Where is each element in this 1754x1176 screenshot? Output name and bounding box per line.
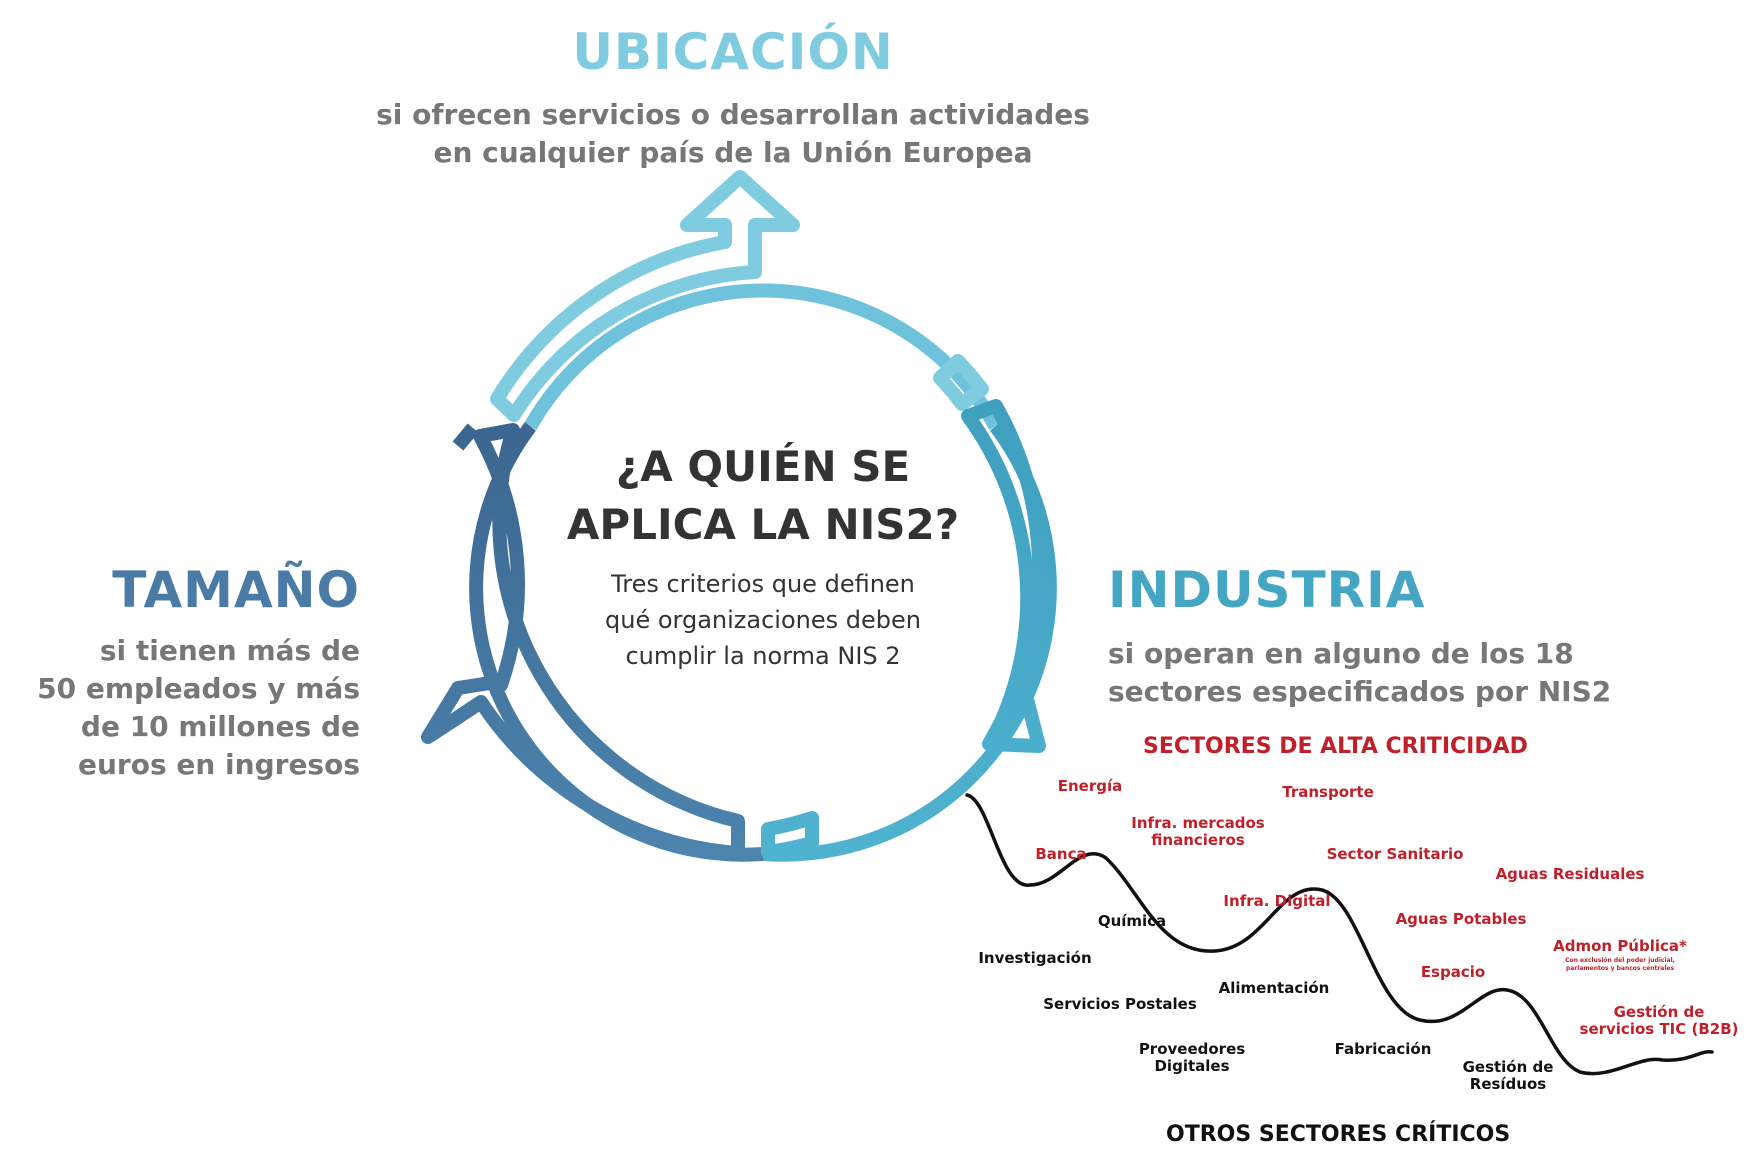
sector-admon-note-line1: Con exclusión del poder judicial, <box>1565 957 1675 964</box>
tamano-title: TAMAÑO <box>112 561 360 619</box>
tamano-line3: de 10 millones de <box>80 710 360 743</box>
industria-arrow <box>761 399 1047 859</box>
sector-servicios-postales: Servicios Postales <box>1043 995 1197 1013</box>
sector-infra-digital: Infra. Digital <box>1223 892 1331 910</box>
industria-line1: si operan en alguno de los 18 <box>1108 637 1574 670</box>
sector-infra-mercados-line1: Infra. mercados <box>1131 814 1265 832</box>
ubicacion-arrow <box>490 170 989 422</box>
sector-proveedores-digitales: Proveedores Digitales <box>1139 1041 1245 1075</box>
industria-title: INDUSTRIA <box>1108 561 1426 619</box>
center-title-line1: ¿A QUIÉN SE <box>615 442 911 491</box>
center-title: ¿A QUIÉN SE APLICA LA NIS2? <box>513 438 1013 554</box>
inner-ring-blue-arc <box>524 283 1002 430</box>
center-subtitle-line1: Tres criterios que definen <box>611 570 915 598</box>
sector-banca: Banca <box>1035 845 1087 863</box>
ubicacion-line2: en cualquier país de la Unión Europea <box>433 136 1033 169</box>
sector-investigacion: Investigación <box>978 949 1092 967</box>
tamano-description: si tienen más de 50 empleados y más de 1… <box>10 632 360 784</box>
other-critical-heading: OTROS SECTORES CRÍTICOS <box>1166 1122 1511 1147</box>
center-title-line2: APLICA LA NIS2? <box>566 500 960 549</box>
tamano-line2: 50 empleados y más <box>37 672 360 705</box>
sector-quimica: Química <box>1097 912 1167 930</box>
center-subtitle: Tres criterios que definen qué organizac… <box>513 566 1013 674</box>
sector-infra-mercados-line2: financieros <box>1151 831 1245 849</box>
center-subtitle-line2: qué organizaciones deben <box>605 606 921 634</box>
ubicacion-line1: si ofrecen servicios o desarrollan activ… <box>376 98 1090 131</box>
sector-admon-note-line2: parlamentos y bancos centrales <box>1565 965 1675 972</box>
sector-espacio: Espacio <box>1420 963 1486 981</box>
high-criticality-heading: SECTORES DE ALTA CRITICIDAD <box>1143 734 1528 759</box>
sector-admon-publica: Admon Pública* Con exclusión del poder j… <box>1553 938 1687 973</box>
center-subtitle-line3: cumplir la norma NIS 2 <box>625 642 901 670</box>
sector-admon-publica-label: Admon Pública* <box>1553 937 1687 955</box>
sector-gestion-residuos-line2: Resíduos <box>1469 1075 1547 1093</box>
sector-transporte: Transporte <box>1282 783 1374 801</box>
sector-aguas-potables: Aguas Potables <box>1395 910 1527 928</box>
sector-gestion-tic-line1: Gestión de <box>1613 1003 1705 1021</box>
sector-proveedores-line1: Proveedores <box>1138 1040 1246 1058</box>
sector-gestion-residuos-line1: Gestión de <box>1462 1058 1554 1076</box>
sector-sanitario: Sector Sanitario <box>1326 845 1464 863</box>
sector-gestion-residuos: Gestión de Resíduos <box>1463 1059 1554 1093</box>
sector-fabricacion: Fabricación <box>1334 1040 1432 1058</box>
sector-energia: Energía <box>1057 777 1123 795</box>
sector-aguas-residuales: Aguas Residuales <box>1495 865 1645 883</box>
tamano-line4: euros en ingresos <box>78 748 360 781</box>
tamano-arrow <box>421 423 745 860</box>
ubicacion-description: si ofrecen servicios o desarrollan activ… <box>333 96 1133 172</box>
sector-proveedores-line2: Digitales <box>1154 1057 1230 1075</box>
tamano-line1: si tienen más de <box>99 634 360 667</box>
industria-description: si operan en alguno de los 18 sectores e… <box>1108 635 1668 711</box>
sector-infra-mercados: Infra. mercados financieros <box>1131 815 1264 849</box>
ubicacion-title: UBICACIÓN <box>572 23 894 81</box>
sector-divider-wave <box>965 793 1714 1076</box>
industria-line2: sectores especificados por NIS2 <box>1108 675 1612 708</box>
sector-gestion-tic-line2: servicios TIC (B2B) <box>1579 1020 1739 1038</box>
sector-alimentacion: Alimentación <box>1218 979 1330 997</box>
sector-gestion-tic: Gestión de servicios TIC (B2B) <box>1580 1004 1739 1038</box>
